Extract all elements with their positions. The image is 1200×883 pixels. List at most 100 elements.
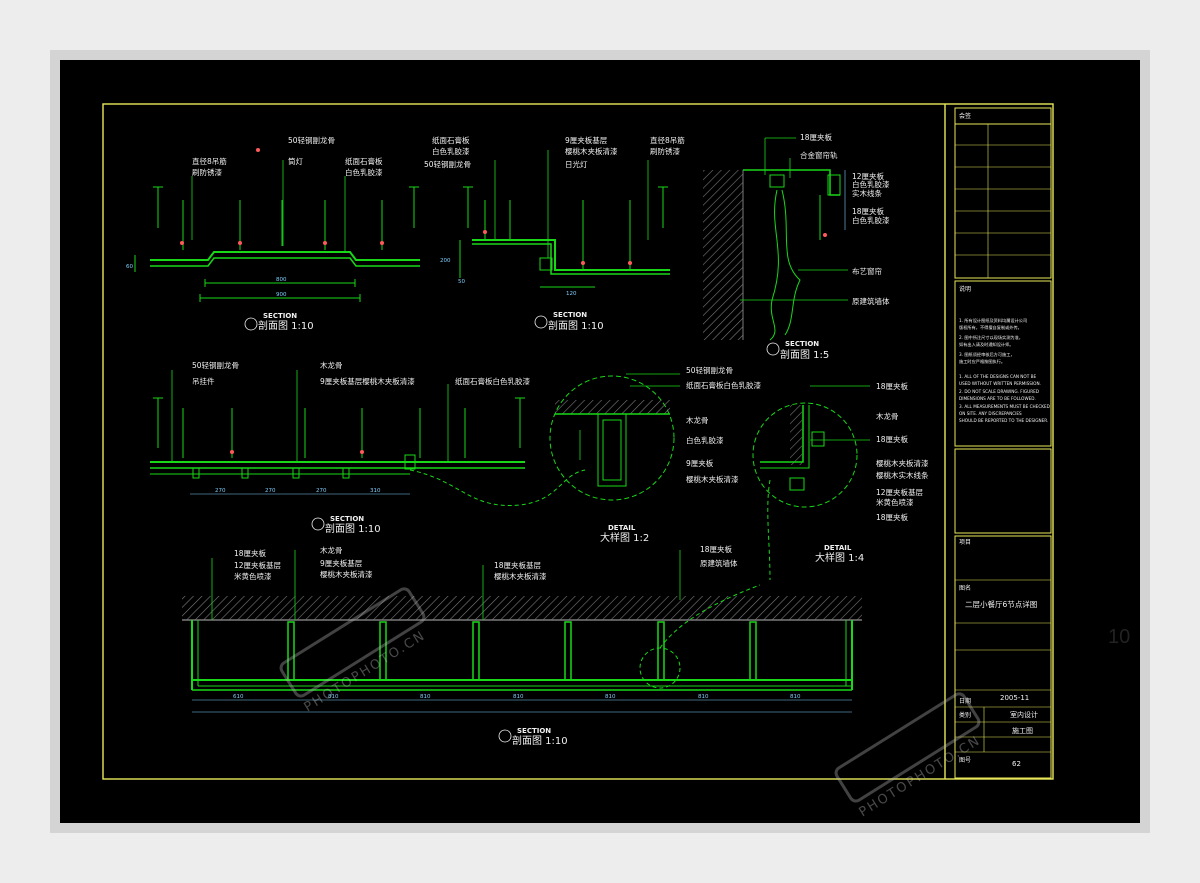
d4-label: 纸面石膏板白色乳胶漆 <box>455 376 530 386</box>
drawing-sheet <box>60 60 1140 823</box>
tb-notes-title: 说明 <box>959 285 971 293</box>
d3-label: 18厘夹板 <box>800 132 833 142</box>
drawing-2-section <box>459 150 670 288</box>
d3-label: 布艺窗帘 <box>852 266 882 276</box>
d4-dim: 270 <box>215 488 226 494</box>
tb-note: 1. ALL OF THE DESIGNS CAN NOT BE <box>959 374 1036 379</box>
d4-label: 50轻钢副龙骨 <box>192 360 239 370</box>
drawing-3-section <box>703 137 848 341</box>
d5-label: 18厘夹板 <box>700 544 733 554</box>
watermark-2: PHOTOPHOTO.CN <box>834 692 984 820</box>
drawing-5-dims: 610 810 810 810 810 810 810 <box>233 694 801 700</box>
d5-label: 樱桃木夹板清漆 <box>320 569 373 579</box>
d3-label: 白色乳胶漆 <box>852 215 890 225</box>
tb-date: 2005-11 <box>1000 694 1029 702</box>
tb-note: 3. 图纸须经审核后方可施工， <box>959 351 1015 358</box>
d2-label: 50轻钢副龙骨 <box>424 159 471 169</box>
d3-label: 18厘夹板 <box>852 206 885 216</box>
tb-note: 1. 所有设计图纸及资料均属设计公司 <box>959 317 1027 324</box>
dt2-label: 木龙骨 <box>876 411 899 421</box>
d2-label: 9厘夹板基层 <box>565 135 608 145</box>
d4-tag: SECTION <box>330 515 364 523</box>
tb-top-label: 会签 <box>959 112 971 120</box>
drawing-4-caption: SECTION 剖面图 1:10 <box>311 515 381 535</box>
dt1-title: 大样图 1:2 <box>600 531 649 544</box>
d5-dim: 810 <box>698 694 709 700</box>
d5-dim: 810 <box>605 694 616 700</box>
drawing-5-caption: SECTION 剖面图 1:10 <box>498 727 568 747</box>
d5-dim: 810 <box>513 694 524 700</box>
dt2-label: 樱桃木实木线条 <box>876 470 929 480</box>
d1-label: 50轻钢副龙骨 <box>288 135 335 145</box>
d5-label: 米黄色喷漆 <box>234 571 272 581</box>
d5-tag: SECTION <box>517 727 551 735</box>
dt2-label: 18厘夹板 <box>876 512 909 522</box>
outer-frame <box>102 103 1054 780</box>
d5-label: 18厘夹板 <box>234 548 267 558</box>
dt1-label: 木龙骨 <box>686 415 709 425</box>
tb-date-label: 日期 <box>959 697 971 705</box>
drawing-1-section <box>134 148 420 302</box>
d1-dim: 800 <box>276 277 287 283</box>
d2-label: 白色乳胶漆 <box>432 146 470 156</box>
dt1-label: 纸面石膏板白色乳胶漆 <box>686 380 761 390</box>
tb-note: 2. DO NOT SCALE DRAWING. FIGURED <box>959 389 1039 394</box>
d2-dim: 120 <box>566 291 577 297</box>
d2-dim: 200 <box>440 258 451 264</box>
tb-number-label: 图号 <box>959 757 971 764</box>
d5-dim: 610 <box>233 694 244 700</box>
d3-title: 剖面图 1:5 <box>780 348 829 361</box>
d4-label: 木龙骨 <box>320 360 343 370</box>
drawing-4-labels: 50轻钢副龙骨 吊挂件 木龙骨 9厘夹板基层樱桃木夹板清漆 纸面石膏板白色乳胶漆 <box>192 360 530 386</box>
d5-label: 原建筑墙体 <box>700 558 738 568</box>
tb-notes: 1. 所有设计图纸及资料均属设计公司 版权所有，不得擅自复制或外传。 2. 图中… <box>959 317 1050 423</box>
detail-1 <box>549 373 680 501</box>
tb-note: USED WITHOUT WRITTEN PERMISSION. <box>959 381 1041 386</box>
drawing-2-labels: 纸面石膏板 白色乳胶漆 50轻钢副龙骨 9厘夹板基层 樱桃木夹板清漆 日光灯 直… <box>424 135 685 169</box>
tb-note: 施工时应严格按图执行。 <box>959 358 1005 365</box>
tb-note: 3. ALL MEASUREMENTS MUST BE CHECKED <box>959 404 1050 409</box>
dt1-label: 50轻钢副龙骨 <box>686 365 733 375</box>
drawing-1-caption: SECTION 剖面图 1:10 <box>244 312 314 332</box>
dt2-tag: DETAIL <box>824 544 852 552</box>
tb-note: DIMENSIONS ARE TO BE FOLLOWED. <box>959 396 1036 401</box>
title-block <box>954 107 1052 779</box>
tb-category: 室内设计 <box>1010 710 1038 719</box>
d3-label: 合金窗帘轨 <box>800 150 838 160</box>
d1-title: 剖面图 1:10 <box>258 319 314 332</box>
d1-dim: 60 <box>126 264 133 270</box>
d2-tag: SECTION <box>553 311 587 319</box>
d5-label: 木龙骨 <box>320 545 343 555</box>
d5-title: 剖面图 1:10 <box>512 734 568 747</box>
d4-dim: 270 <box>265 488 276 494</box>
d4-dim: 310 <box>370 488 381 494</box>
dt2-label: 米黄色喷漆 <box>876 497 914 507</box>
d3-tag: SECTION <box>785 340 819 348</box>
d5-label: 樱桃木夹板清漆 <box>494 571 547 581</box>
page-number: 10 <box>1108 626 1131 648</box>
d4-label: 9厘夹板基层樱桃木夹板清漆 <box>320 376 415 386</box>
dt2-label: 18厘夹板 <box>876 381 909 391</box>
tb-note: 版权所有，不得擅自复制或外传。 <box>959 324 1022 331</box>
drawing-1-labels: 50轻钢副龙骨 直径8吊筋 刷防锈漆 筒灯 纸面石膏板 白色乳胶漆 <box>192 135 383 177</box>
d4-label: 吊挂件 <box>192 376 215 386</box>
dt1-label: 9厘夹板 <box>686 458 714 468</box>
d3-label: 原建筑墙体 <box>852 296 890 306</box>
d2-label: 纸面石膏板 <box>432 135 470 145</box>
d5-label: 9厘夹板基层 <box>320 558 363 568</box>
dt1-label: 白色乳胶漆 <box>686 435 724 445</box>
dt2-label: 樱桃木夹板清漆 <box>876 458 929 468</box>
detail-2-labels: 18厘夹板 木龙骨 18厘夹板 樱桃木夹板清漆 樱桃木实木线条 12厘夹板基层 … <box>876 381 929 522</box>
dt1-tag: DETAIL <box>608 524 636 532</box>
d3-label: 实木线条 <box>852 188 882 198</box>
d2-label: 直径8吊筋 <box>650 135 685 145</box>
drawing-5-section <box>182 550 862 713</box>
d1-tag: SECTION <box>263 312 297 320</box>
d1-label: 筒灯 <box>288 156 303 166</box>
d5-label: 18厘夹板基层 <box>494 560 542 570</box>
drawing-1-dims: 60 800 900 <box>126 264 287 298</box>
dt1-label: 樱桃木夹板清漆 <box>686 474 739 484</box>
title-block-text: 会签 说明 1. 所有设计图纸及资料均属设计公司 版权所有，不得擅自复制或外传。… <box>959 112 1050 768</box>
detail-1-labels: 50轻钢副龙骨 纸面石膏板白色乳胶漆 木龙骨 白色乳胶漆 9厘夹板 樱桃木夹板清… <box>686 365 761 484</box>
